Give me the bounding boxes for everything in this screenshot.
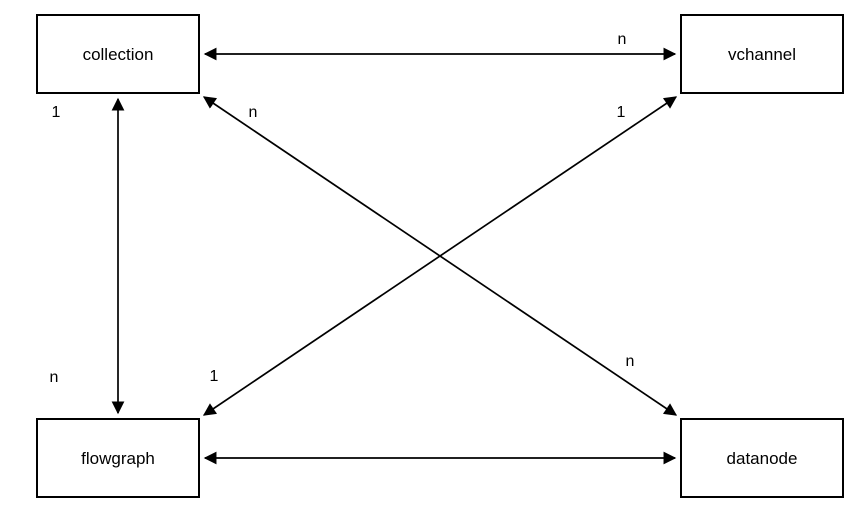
edge-label-flowgraph-vchannel-1-near-flowgraph: 1 (207, 368, 221, 386)
edge-label-flowgraph-vchannel-1-near-vchannel: 1 (614, 104, 628, 122)
edge-label-collection-flowgraph-n: n (47, 369, 61, 387)
edge-label-collection-flowgraph-1: 1 (49, 104, 63, 122)
node-datanode: datanode (680, 418, 844, 498)
edge-flowgraph-vchannel (202, 96, 678, 416)
node-vchannel-label: vchannel (727, 44, 797, 64)
node-flowgraph-label: flowgraph (81, 448, 155, 468)
node-vchannel: vchannel (680, 14, 844, 94)
node-flowgraph: flowgraph (36, 418, 200, 498)
edge-label-collection-vchannel-n: n (615, 31, 629, 49)
node-collection: collection (36, 14, 200, 94)
node-collection-label: collection (82, 44, 154, 64)
node-datanode-label: datanode (726, 448, 798, 468)
edge-label-collection-datanode-n-near-collection: n (246, 104, 260, 122)
edge-label-collection-datanode-n-near-datanode: n (623, 353, 637, 371)
